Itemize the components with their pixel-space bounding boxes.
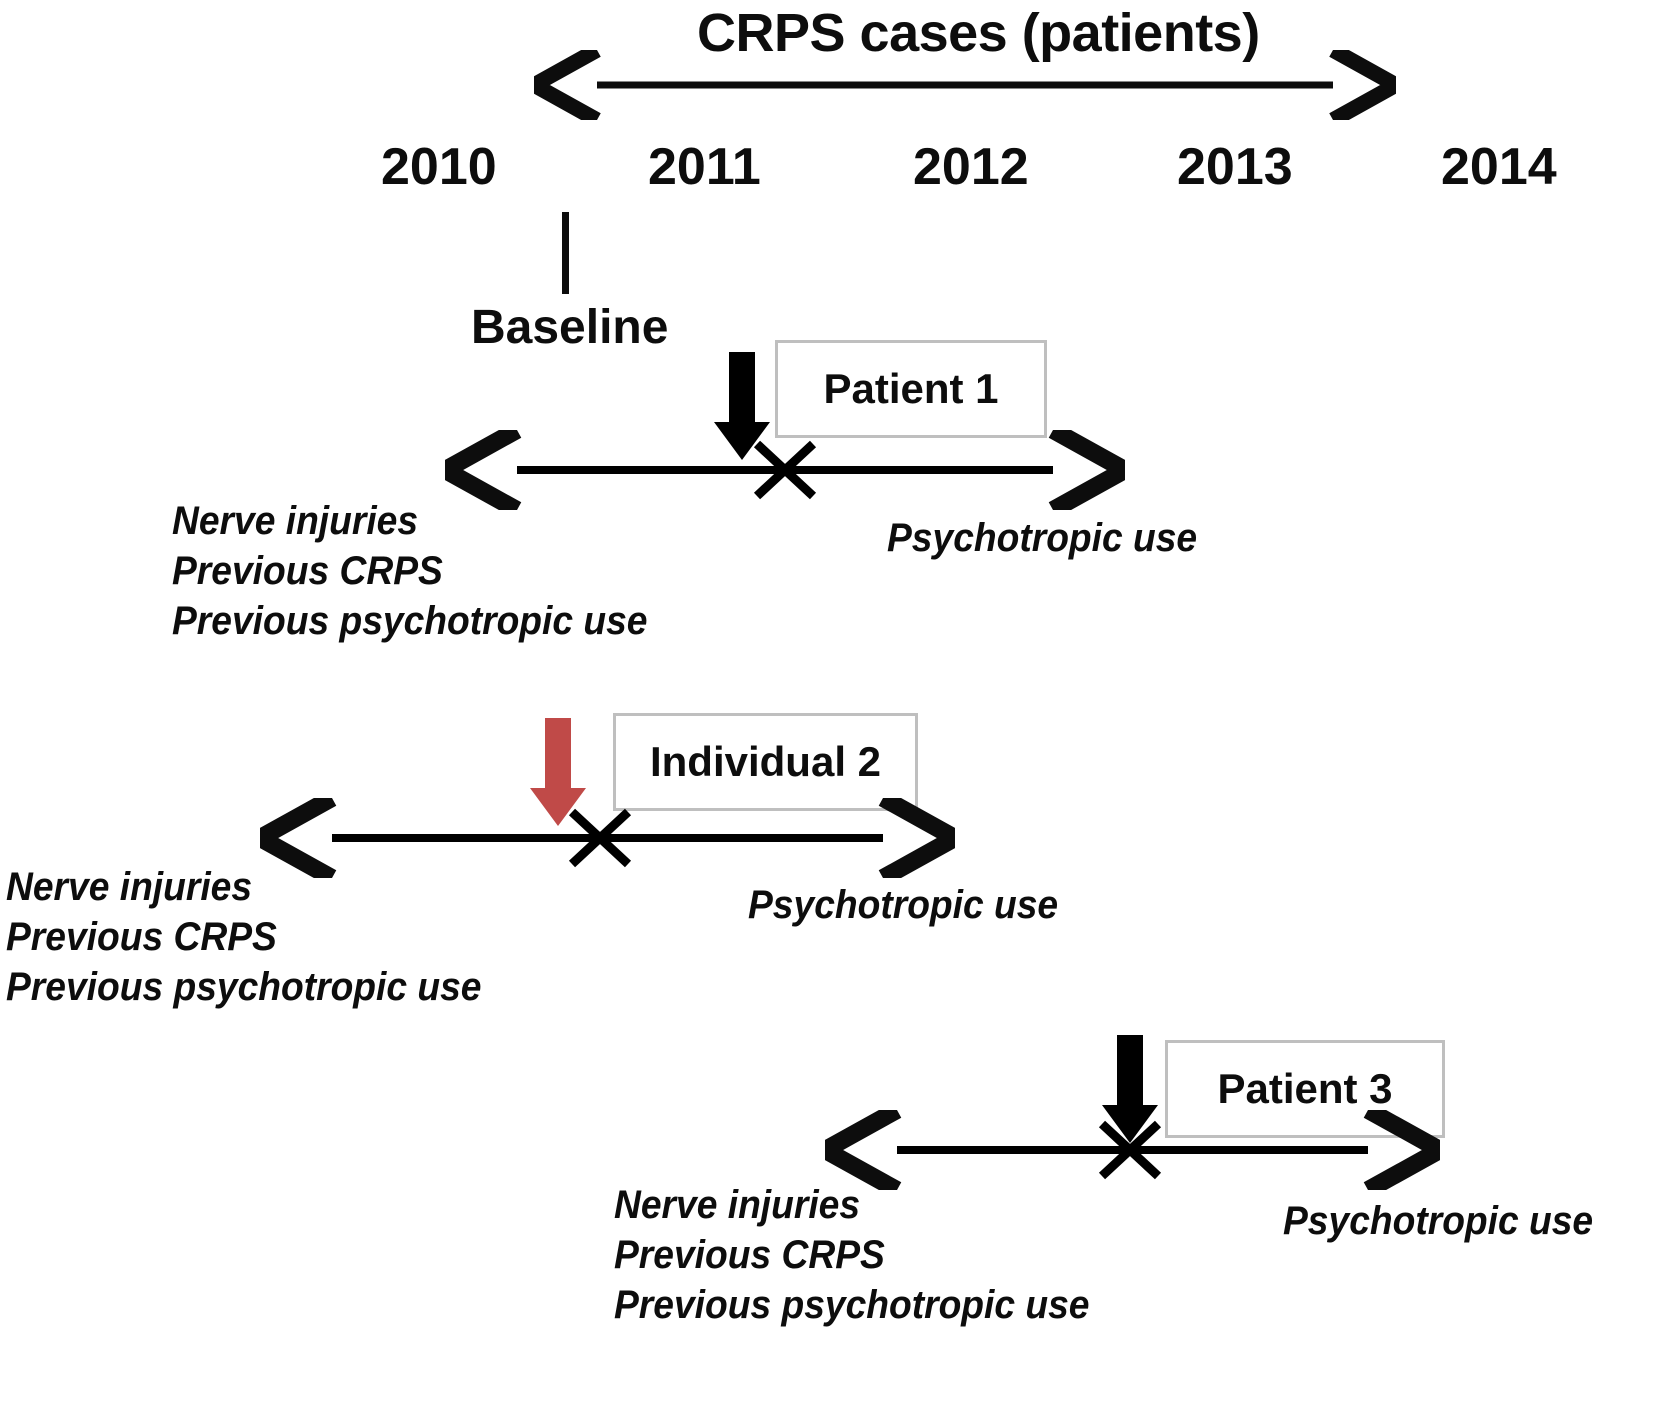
case-box-2[interactable]: Individual 2	[613, 713, 918, 811]
year-label-2013: 2013	[1177, 138, 1293, 196]
case-box-label-3: Patient 3	[1217, 1065, 1393, 1112]
case-span-arrow-2	[310, 808, 905, 868]
case-right-annotation-3: Psychotropic use	[1283, 1199, 1594, 1243]
case-left-annotations-1: Nerve injuries Previous CRPS Previous ps…	[172, 496, 647, 646]
case-box-1[interactable]: Patient 1	[775, 340, 1047, 438]
case-box-label-1: Patient 1	[823, 365, 999, 412]
annotation-line: Nerve injuries	[172, 499, 419, 543]
annotation-line: Previous CRPS	[6, 915, 277, 959]
annotation-line: Previous psychotropic use	[6, 965, 482, 1009]
case-left-annotations-3: Nerve injuries Previous CRPS Previous ps…	[614, 1180, 1089, 1330]
baseline-label: Baseline	[471, 301, 669, 354]
timeline-axis-arrow	[575, 55, 1355, 115]
annotation-line: Previous psychotropic use	[614, 1283, 1090, 1327]
year-label-2014: 2014	[1441, 138, 1557, 196]
baseline-tick-mark	[562, 212, 569, 294]
year-label-2011: 2011	[648, 138, 761, 196]
case-box-label-2: Individual 2	[649, 738, 882, 785]
annotation-line: Previous CRPS	[614, 1233, 885, 1277]
case-right-annotation-2: Psychotropic use	[748, 883, 1059, 927]
case-span-arrow-3	[875, 1120, 1390, 1180]
year-label-2012: 2012	[913, 138, 1029, 196]
annotation-line: Previous psychotropic use	[172, 599, 648, 643]
annotation-line: Previous CRPS	[172, 549, 443, 593]
case-left-annotations-2: Nerve injuries Previous CRPS Previous ps…	[6, 862, 481, 1012]
year-label-2010: 2010	[381, 138, 497, 196]
case-right-annotation-1: Psychotropic use	[887, 516, 1198, 560]
annotation-line: Nerve injuries	[614, 1183, 861, 1227]
case-span-arrow-1	[495, 440, 1075, 500]
annotation-line: Nerve injuries	[6, 865, 253, 909]
